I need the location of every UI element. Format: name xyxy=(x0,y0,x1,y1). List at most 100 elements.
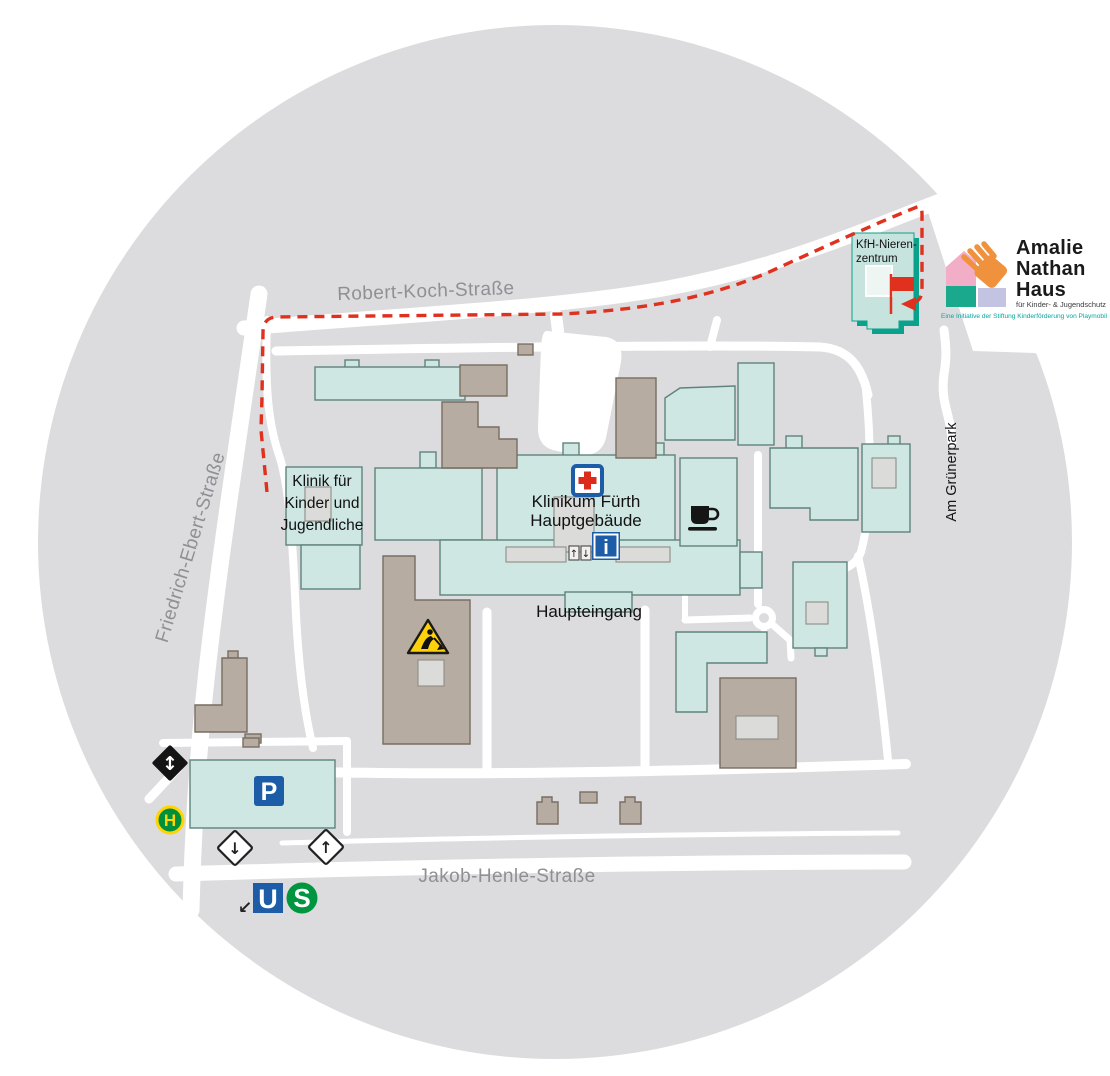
info-icon-letter: i xyxy=(603,537,609,559)
sbahn-icon-circle xyxy=(286,882,318,914)
road-plaza-stem xyxy=(550,309,564,337)
route-dashed-path xyxy=(259,204,924,493)
courtyard xyxy=(417,659,445,687)
ubahn-icon-box xyxy=(253,883,283,913)
logo-title-3: Haus xyxy=(1016,279,1066,301)
ubahn-pointer-arrow-icon: ↙ xyxy=(238,898,252,918)
logo-house-icon xyxy=(946,241,1008,307)
label-haupteingang: Haupteingang xyxy=(536,602,642,621)
logo-tagline: Eine Initiative der Stiftung Kinderförde… xyxy=(941,313,1107,320)
coffee-cup-handle xyxy=(709,507,720,521)
hand-fingers xyxy=(961,241,997,272)
logo-teal-block xyxy=(946,286,976,307)
elevator-icons: ↑ ↓ xyxy=(568,545,592,561)
building xyxy=(814,647,828,657)
building xyxy=(615,377,657,459)
building-kfh-nierenzentrum xyxy=(851,232,919,334)
street-jakob-henle xyxy=(168,854,912,882)
building xyxy=(562,442,580,457)
road-north-internal xyxy=(271,341,873,400)
building-west-teal xyxy=(374,467,483,541)
label-hauptgebaeude-1: Klinikum Fürth xyxy=(532,492,641,511)
parking-icon-box xyxy=(254,776,284,806)
info-icon-box xyxy=(592,532,620,560)
exit-arrow-glyph: ↓ xyxy=(228,839,241,858)
building-cafeteria xyxy=(679,457,738,547)
label-kfh-1: KfH-Nieren- xyxy=(856,239,917,251)
courtyard xyxy=(505,546,567,563)
destination-flag-icon xyxy=(891,277,914,291)
building-north-teal xyxy=(314,366,466,401)
road-sidewalk-south xyxy=(279,830,901,846)
buildings-layer xyxy=(189,343,911,829)
entry-diamond-icon: ↑ xyxy=(308,829,344,865)
building xyxy=(737,362,775,446)
shovel-handle xyxy=(433,637,443,648)
entry-diamond xyxy=(308,829,344,865)
label-hauptgebaeude-2: Hauptgebäude xyxy=(530,511,642,530)
label-kinderklinik-2: Kinder und xyxy=(285,495,360,512)
courtyard xyxy=(871,457,897,489)
coffee-cup-body xyxy=(691,506,709,524)
building xyxy=(194,657,248,733)
label-kfh-2: zentrum xyxy=(856,253,898,265)
label-kinderklinik-1: Klinik für xyxy=(292,473,351,490)
building xyxy=(664,385,736,441)
cafeteria-coffee-icon xyxy=(688,506,720,531)
sbahn-letter: S xyxy=(293,883,310,913)
street-am-gruenerpark xyxy=(938,325,957,447)
bus-stop-letter: H xyxy=(164,811,176,830)
building xyxy=(769,447,859,521)
entry-arrow-glyph: ↑ xyxy=(319,838,332,857)
digger-body xyxy=(421,636,434,649)
info-icon: i xyxy=(592,532,620,560)
amalie-nathan-haus-logo: Amalie Nathan Haus für Kinder- & Jugends… xyxy=(941,237,1107,320)
label-jakob-henle-strasse: Jakob-Henle-Straße xyxy=(418,866,595,887)
ubahn-letter: U xyxy=(258,884,278,914)
parking-letter: P xyxy=(261,778,278,806)
logo-subtitle: für Kinder- & Jugendschutz xyxy=(1016,302,1107,309)
red-cross-glyph xyxy=(578,471,597,490)
building-labels: Klinik für Kinder und Jugendliche Klinik… xyxy=(281,239,917,621)
ubahn-icon: U xyxy=(253,883,283,914)
building xyxy=(739,551,763,589)
building xyxy=(517,343,534,356)
building-entrance-foyer xyxy=(564,591,633,613)
warning-triangle xyxy=(406,618,450,655)
elevator-down-glyph: ↓ xyxy=(582,549,590,560)
label-am-gruenerpark: Am Grünerpark xyxy=(944,422,960,522)
bus-stop-circle xyxy=(155,805,185,835)
building xyxy=(579,791,598,804)
road-connector-roundabout xyxy=(681,614,754,624)
courtyard xyxy=(805,601,829,625)
courtyard xyxy=(615,546,671,563)
walking-route xyxy=(259,204,924,493)
road-south-internal xyxy=(313,759,911,779)
construction-warning-icon xyxy=(406,618,450,655)
elevator-down-icon xyxy=(580,545,592,561)
black-diamond xyxy=(152,745,188,781)
exit-diamond xyxy=(217,830,253,866)
building xyxy=(459,364,508,397)
shovel-blade xyxy=(437,645,445,650)
road-connector-north xyxy=(706,316,721,351)
building xyxy=(441,401,518,469)
building-kinderklinik-annex xyxy=(300,544,361,590)
building xyxy=(675,631,768,713)
parking-icon: P xyxy=(254,776,284,806)
courtyard xyxy=(304,486,332,522)
building xyxy=(227,650,239,659)
logo-orange-hand xyxy=(961,241,1008,288)
hospital-cross-icon xyxy=(571,464,604,497)
logo-background-wedge xyxy=(928,106,1110,402)
courtyard xyxy=(735,715,779,740)
digger-head xyxy=(427,629,433,635)
logo-title-1: Amalie xyxy=(1016,237,1083,259)
exit-diamond-icon: ↓ xyxy=(217,830,253,866)
roundabout-island xyxy=(759,613,769,623)
kfh-entrance xyxy=(865,265,893,297)
route-arrowhead-icon xyxy=(901,297,916,311)
road-central-plaza xyxy=(537,330,622,456)
